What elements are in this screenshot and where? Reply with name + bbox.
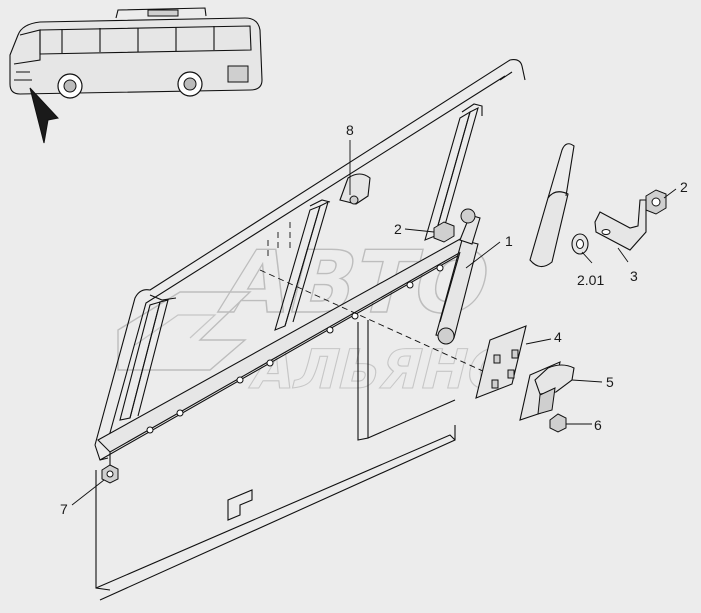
rail-holes — [146, 264, 444, 434]
strut-rod-exploded — [439, 143, 575, 323]
callout-4: 4 — [554, 329, 562, 345]
callout-7: 7 — [60, 501, 68, 517]
clip-8 — [339, 173, 371, 205]
nut-6 — [549, 413, 567, 433]
nut-7 — [101, 464, 119, 484]
location-arrow — [29, 87, 59, 144]
lock-5 — [519, 361, 575, 421]
bus-front-wheel — [57, 73, 83, 99]
callout-2-01: 2.01 — [577, 272, 604, 288]
middle-rib — [274, 199, 331, 331]
callout-3: 3 — [630, 268, 638, 284]
bus-rear-wheel — [177, 71, 203, 97]
bus-thumbnail — [9, 7, 263, 144]
bracket-3 — [594, 199, 647, 251]
callout-6: 6 — [594, 417, 602, 433]
bus-windows — [61, 26, 215, 53]
bracket-nut-2 — [645, 189, 667, 215]
gas-strut — [435, 208, 481, 345]
strut-nut-2 — [433, 221, 455, 243]
callout-labels: 1 2 2 2.01 3 4 5 6 7 8 — [60, 122, 688, 517]
callout-1: 1 — [505, 233, 513, 249]
callout-2-strut: 2 — [394, 221, 402, 237]
hinge-plate-4 — [475, 325, 527, 399]
left-rib — [119, 299, 169, 421]
callout-8: 8 — [346, 122, 354, 138]
leader-lines — [71, 140, 677, 506]
callout-2-bracket: 2 — [680, 179, 688, 195]
callout-5: 5 — [606, 374, 614, 390]
washer-2-01 — [571, 233, 589, 255]
right-rib — [424, 103, 483, 241]
